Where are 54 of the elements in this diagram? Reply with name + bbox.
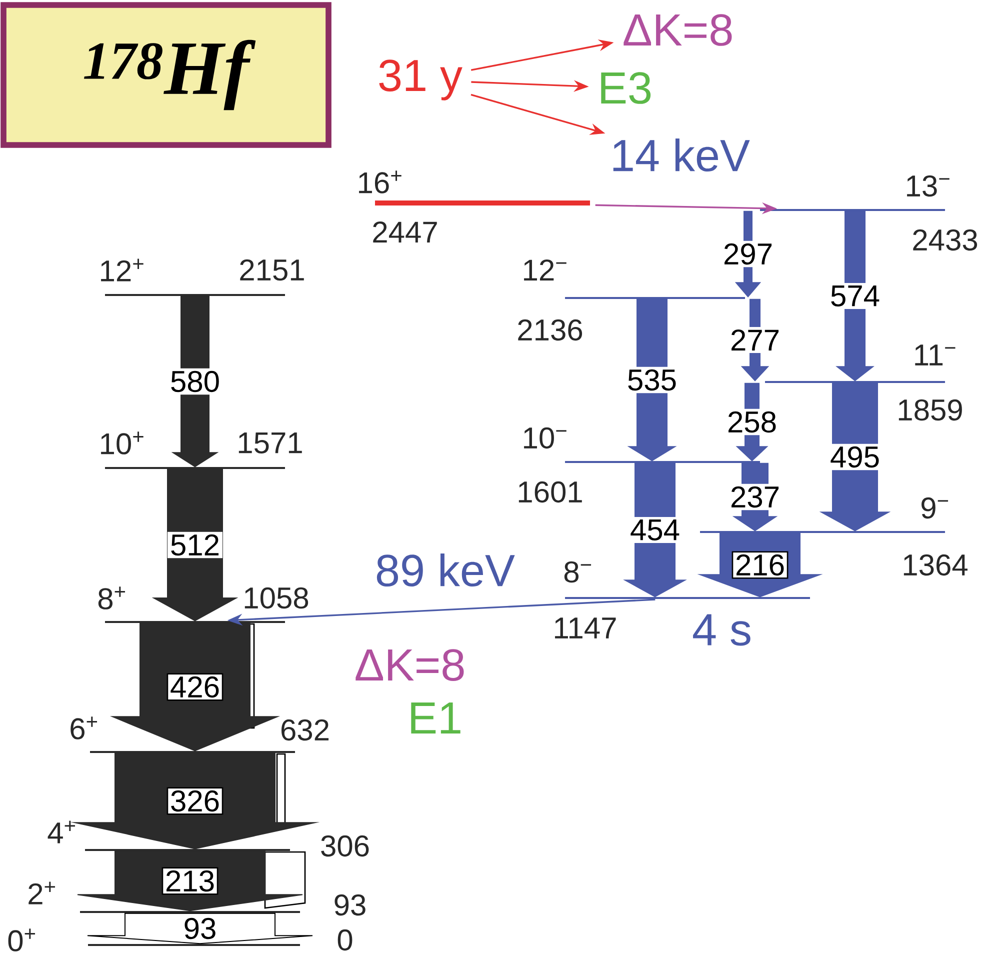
energy-label: 93	[334, 894, 366, 916]
energy-label: 2433	[913, 229, 978, 251]
energy-label: 2447	[373, 222, 437, 242]
edge-label: 326	[166, 787, 224, 815]
spin-label: 13$^{−}$	[907, 175, 950, 197]
energy-label: 1601	[518, 481, 582, 503]
spin-label: 0$^{+}$	[8, 928, 35, 952]
energy-label: 2136	[518, 319, 582, 341]
edge-label: 535	[624, 366, 680, 394]
lifetime-label: 4 s	[693, 614, 750, 646]
transition-arrow	[70, 752, 320, 850]
spin-label: 9$^{−}$	[922, 497, 948, 519]
spin-label: 8$^{+}$	[98, 586, 125, 610]
edge-label: 237	[727, 484, 783, 510]
edge-label: 512	[167, 532, 223, 558]
edge-label: 580	[167, 368, 223, 395]
spin-label: 12$^{−}$	[524, 260, 566, 280]
annotation-text: 31 y	[379, 60, 462, 100]
annotation-text: E1	[411, 702, 460, 734]
edge-label: 297	[720, 240, 776, 268]
annotation-text: ΔK=8	[624, 14, 732, 46]
spin-label: 10$^{−}$	[524, 427, 566, 449]
spin-label: 6$^{+}$	[70, 716, 97, 740]
edge-label: 495	[827, 444, 883, 470]
edge-label: 277	[727, 327, 783, 353]
edge-label: 89 keV	[373, 552, 517, 588]
transition-arrow	[110, 622, 280, 752]
energy-label: 632	[282, 719, 329, 741]
edge-label: 574	[827, 283, 883, 309]
spin-label: 12$^{+}$	[101, 258, 144, 282]
spin-label: 16$^{+}$	[359, 170, 402, 194]
spin-label: 2$^{+}$	[28, 882, 55, 904]
energy-label: 0	[338, 929, 352, 951]
energy-label: 306	[321, 835, 369, 857]
edge-label: 454	[627, 517, 683, 543]
energy-label: 2151	[240, 259, 304, 281]
annotation-text: 14 keV	[613, 138, 750, 172]
edge-label: 216	[732, 551, 788, 579]
edge-label: 213	[162, 867, 218, 895]
spin-label: 10$^{+}$	[101, 432, 144, 454]
energy-label: 1058	[244, 587, 308, 609]
title-box: $^{178}$Hf	[0, 2, 332, 148]
annotation-text: ΔK=8	[356, 649, 464, 681]
edge-label: 93	[180, 915, 220, 942]
energy-label: 1571	[238, 432, 302, 454]
energy-label: 1147	[555, 618, 616, 638]
energy-label: 1859	[898, 399, 962, 421]
spin-label: 11$^{−}$	[915, 344, 956, 366]
spin-label: 8$^{−}$	[564, 561, 592, 583]
edge-label: 426	[166, 673, 224, 701]
annotation-text: E3	[601, 72, 651, 104]
spin-label: 4$^{+}$	[48, 820, 75, 844]
energy-label: 1364	[904, 554, 968, 576]
edge-label: 258	[724, 408, 780, 436]
